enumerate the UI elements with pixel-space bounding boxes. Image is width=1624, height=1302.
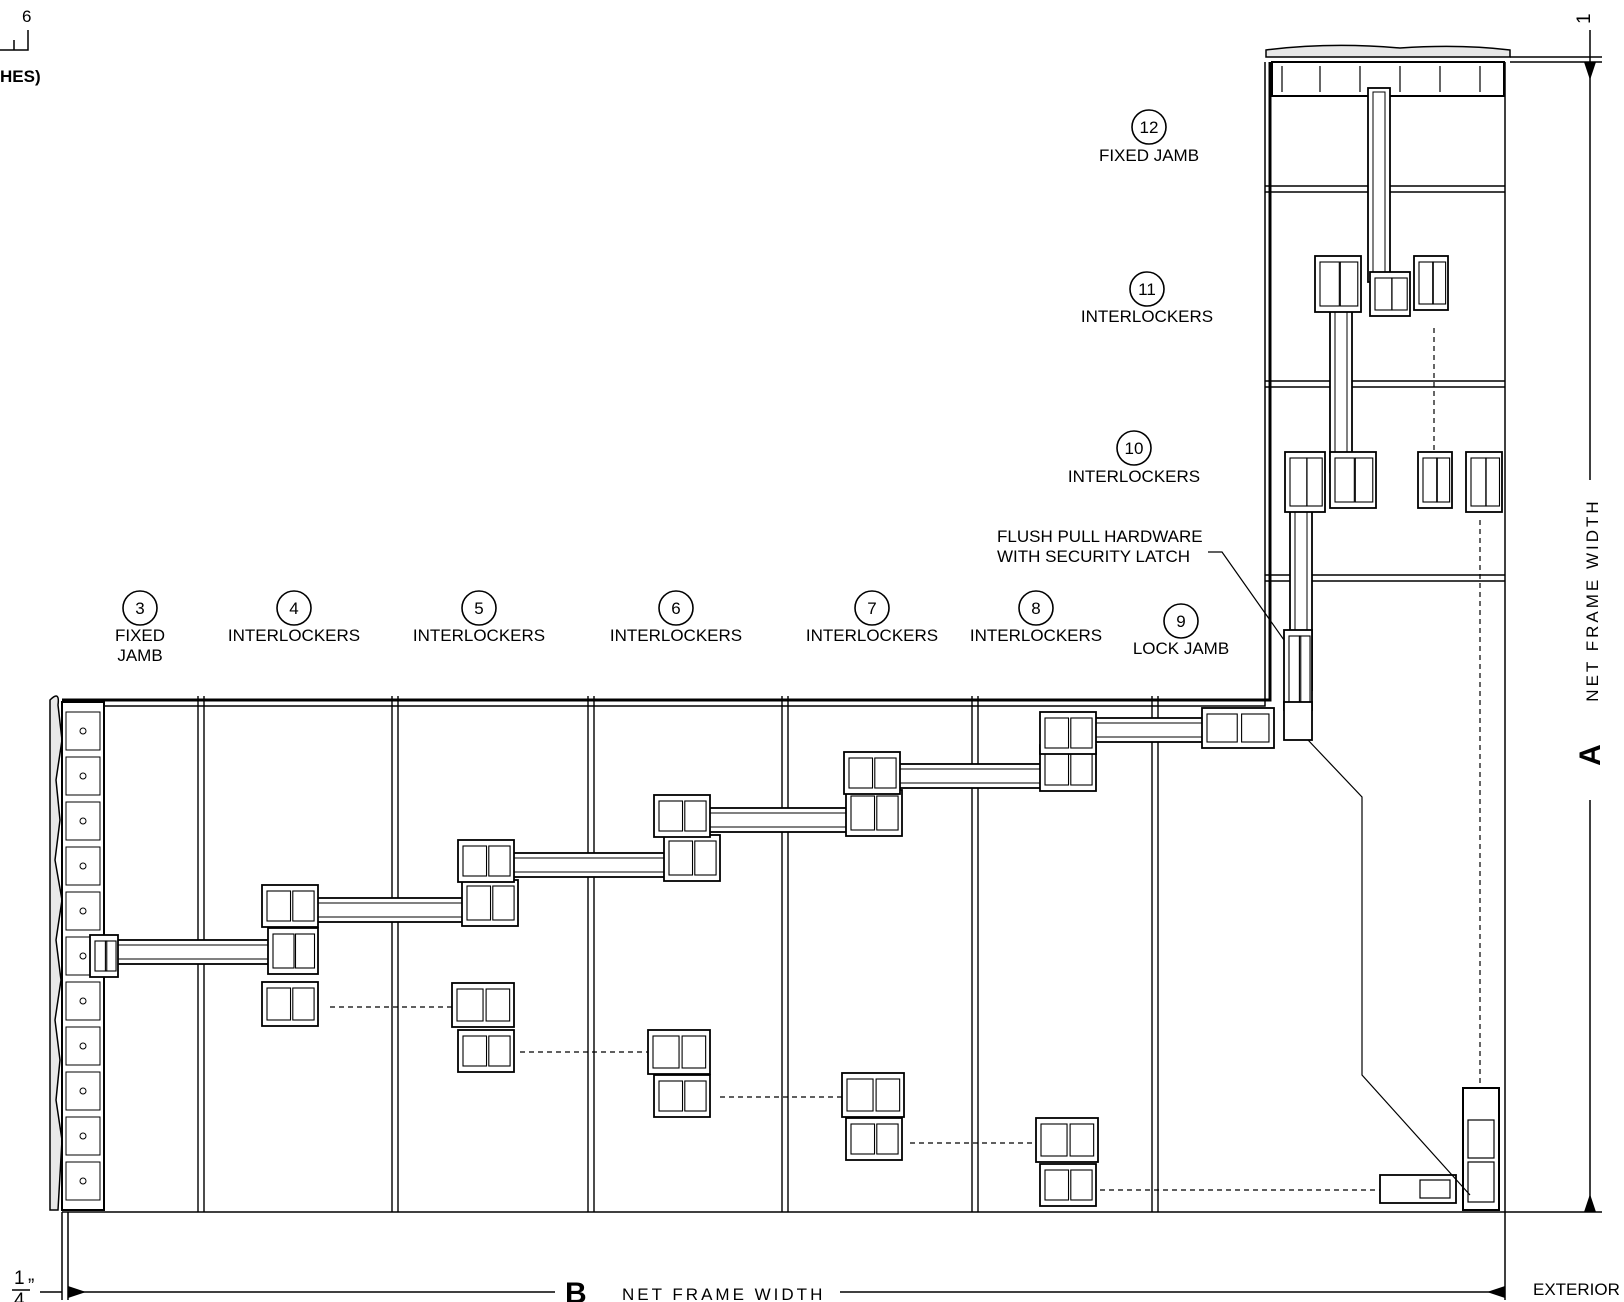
scale-units: HES) bbox=[0, 67, 41, 86]
dimension-b-letter: B bbox=[565, 1277, 587, 1302]
dimension-a-text: NET FRAME WIDTH bbox=[1583, 498, 1602, 701]
panel-number: 5 bbox=[474, 599, 483, 618]
panel-label-line: INTERLOCKERS bbox=[970, 626, 1102, 645]
scale-number: 6 bbox=[22, 7, 31, 26]
panel-number-circle bbox=[1116, 430, 1152, 466]
panel-number: 3 bbox=[135, 599, 144, 618]
panel-labels: 3FIXEDJAMB4INTERLOCKERS5INTERLOCKERS6INT… bbox=[115, 109, 1229, 665]
corner-post bbox=[1283, 701, 1500, 1211]
panel-number: 9 bbox=[1176, 612, 1185, 631]
panel-number-circle bbox=[1018, 590, 1054, 626]
panel-number-circle bbox=[1131, 109, 1167, 145]
panel-label-line: FIXED JAMB bbox=[1099, 146, 1199, 165]
panel-number-circle bbox=[122, 590, 158, 626]
dimension-b: 1 4 ” B NET FRAME WIDTH EXTERIOR bbox=[12, 1212, 1620, 1302]
stacked-panels-horizontal bbox=[89, 707, 1275, 1207]
panel-number: 4 bbox=[289, 599, 298, 618]
callout-line-1: FLUSH PULL HARDWARE bbox=[997, 527, 1203, 546]
offset-fraction-numerator: 1 bbox=[14, 1268, 25, 1289]
panel-number: 12 bbox=[1140, 118, 1159, 137]
hardware-callout: FLUSH PULL HARDWARE WITH SECURITY LATCH bbox=[997, 527, 1203, 566]
panel-number: 6 bbox=[671, 599, 680, 618]
panel-number-circle bbox=[854, 590, 890, 626]
offset-top-fraction: 1 bbox=[1574, 13, 1595, 24]
panel-label-line: LOCK JAMB bbox=[1133, 639, 1229, 658]
panel-number-circle bbox=[1129, 271, 1165, 307]
panel-number: 10 bbox=[1125, 439, 1144, 458]
panel-path-lines bbox=[330, 328, 1481, 1191]
panel-label-line: INTERLOCKERS bbox=[228, 626, 360, 645]
panel-number: 11 bbox=[1138, 280, 1156, 299]
handle-leader-line bbox=[1307, 739, 1471, 1196]
panel-label-line: INTERLOCKERS bbox=[1081, 307, 1213, 326]
panel-label-line: JAMB bbox=[117, 646, 162, 665]
scale-bar: 6 HES) bbox=[0, 7, 41, 86]
panel-number: 7 bbox=[867, 599, 876, 618]
dimension-a: 1 A NET FRAME WIDTH bbox=[1505, 13, 1607, 1213]
panel-label-line: INTERLOCKERS bbox=[806, 626, 938, 645]
dimension-b-text: NET FRAME WIDTH bbox=[622, 1285, 825, 1302]
panel-label-line: INTERLOCKERS bbox=[413, 626, 545, 645]
panel-tracks-horizontal-run bbox=[197, 696, 1159, 1212]
panel-number-circle bbox=[658, 590, 694, 626]
panel-number-circle bbox=[1163, 603, 1199, 639]
offset-fraction-mark: ” bbox=[28, 1276, 34, 1297]
dimension-a-letter: A bbox=[1574, 744, 1607, 766]
offset-fraction-denominator: 4 bbox=[14, 1290, 25, 1302]
stacked-panels-vertical bbox=[1283, 87, 1503, 711]
panel-label-line: INTERLOCKERS bbox=[1068, 467, 1200, 486]
panel-number-circle bbox=[461, 590, 497, 626]
callout-leader-line bbox=[1208, 551, 1285, 641]
panel-number-circle bbox=[276, 590, 312, 626]
panel-label-line: INTERLOCKERS bbox=[610, 626, 742, 645]
callout-line-2: WITH SECURITY LATCH bbox=[997, 547, 1190, 566]
panel-number: 8 bbox=[1031, 599, 1040, 618]
exterior-label: EXTERIOR bbox=[1533, 1280, 1620, 1299]
panel-label-line: FIXED bbox=[115, 626, 165, 645]
left-wall bbox=[49, 695, 105, 1211]
